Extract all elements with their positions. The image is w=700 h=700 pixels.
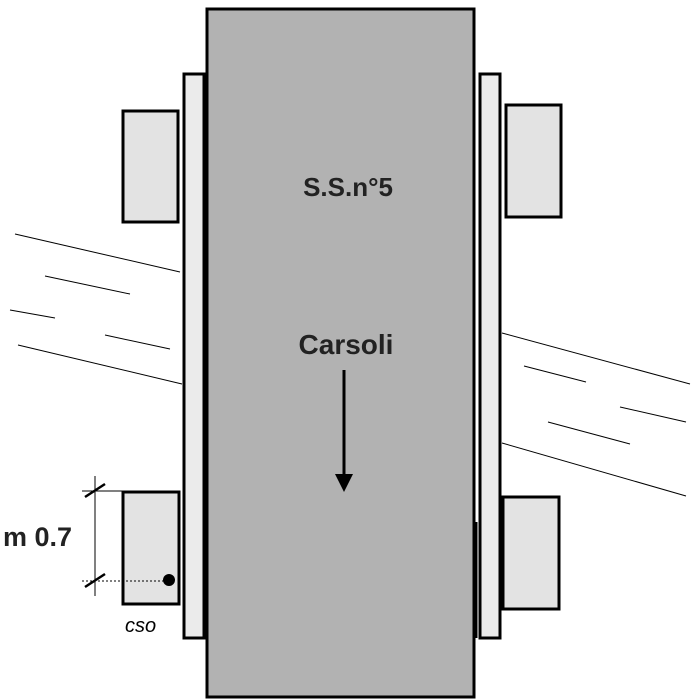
left-terrain-hatching (9, 233, 183, 385)
dimension-line (82, 476, 168, 596)
road-name-label: S.S.n°5 (303, 172, 393, 202)
dimension-tick-bottom (84, 572, 106, 589)
hatch-line (501, 332, 691, 385)
hatch-line (501, 442, 687, 497)
building-right-bottom (501, 495, 561, 611)
hatch-line (523, 365, 587, 383)
hatch-line (547, 421, 631, 445)
hatch-line (44, 275, 131, 295)
direction-arrow (335, 370, 353, 492)
arrow-head (335, 474, 353, 492)
dimension-label: m 0.7 (3, 522, 72, 552)
sensor-code-label: cso (125, 615, 156, 637)
right-terrain-hatching (501, 332, 691, 497)
building-left-bottom (121, 490, 181, 606)
road (205, 7, 476, 699)
hatch-line (17, 344, 183, 385)
hatch-line (9, 309, 56, 319)
direction-label: Carsoli (299, 329, 394, 360)
hatch-line (619, 406, 687, 423)
building-right-top (504, 103, 563, 219)
sensor-point (163, 574, 175, 586)
sidewalk-right (478, 72, 502, 640)
building-left-top (121, 109, 180, 224)
sidewalk-left (182, 72, 206, 640)
hatch-line (104, 334, 171, 350)
dimension-tick-top (84, 482, 106, 499)
hatch-line (14, 233, 181, 273)
